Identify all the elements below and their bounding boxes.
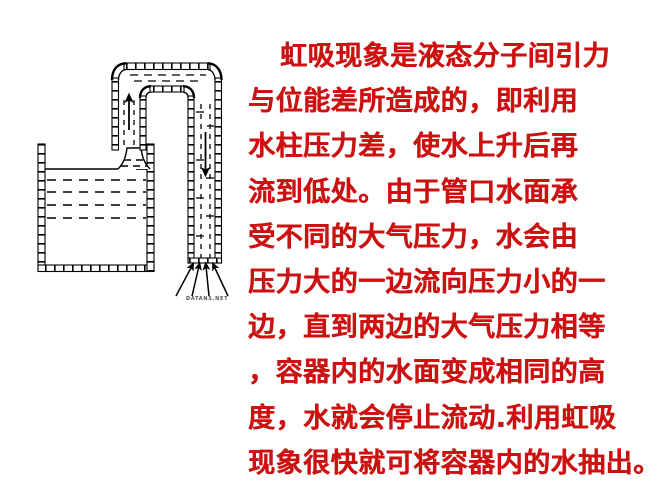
text-line: ，容器内的水面变成相同的高 <box>248 357 606 389</box>
container-bottom-wall <box>37 264 155 273</box>
text-line: 虹吸现象是液态分子间引力 <box>280 41 610 72</box>
text-line: 与位能差所造成的，即利用 <box>248 86 578 118</box>
text-line: 水柱压力差，使水上升后再 <box>248 131 578 163</box>
container-left-wall <box>37 143 46 272</box>
tube-outlet <box>187 257 223 264</box>
tube-water-dashes <box>123 74 214 258</box>
text-line: 边，直到两边的大气压力相等 <box>248 312 606 344</box>
text-line: 压力大的一边流向压力小的一 <box>248 267 606 299</box>
text-line: 受不同的大气压力，水会由 <box>248 221 578 253</box>
text-line: 现象很快就可将容器内的水抽出。 <box>248 447 661 479</box>
siphon-illustration-svg: DATANS.NET <box>37 62 229 302</box>
explanation-text-block: 虹吸现象是液态分子间引力 与位能差所造成的，即利用 水柱压力差，使水上升后再 流… <box>248 34 667 500</box>
container-water-body <box>47 179 146 219</box>
text-line: 流到低处。由于管口水面承 <box>248 176 578 208</box>
container-right-wall <box>146 143 155 272</box>
funnel-neck <box>117 147 151 170</box>
text-line: 度，水就会停止流动.利用虹吸 <box>248 402 617 434</box>
watermark-label: DATANS.NET <box>186 296 228 302</box>
siphon-diagram: DATANS.NET <box>0 0 250 500</box>
atmospheric-pressure-arrows-icon <box>175 261 229 297</box>
